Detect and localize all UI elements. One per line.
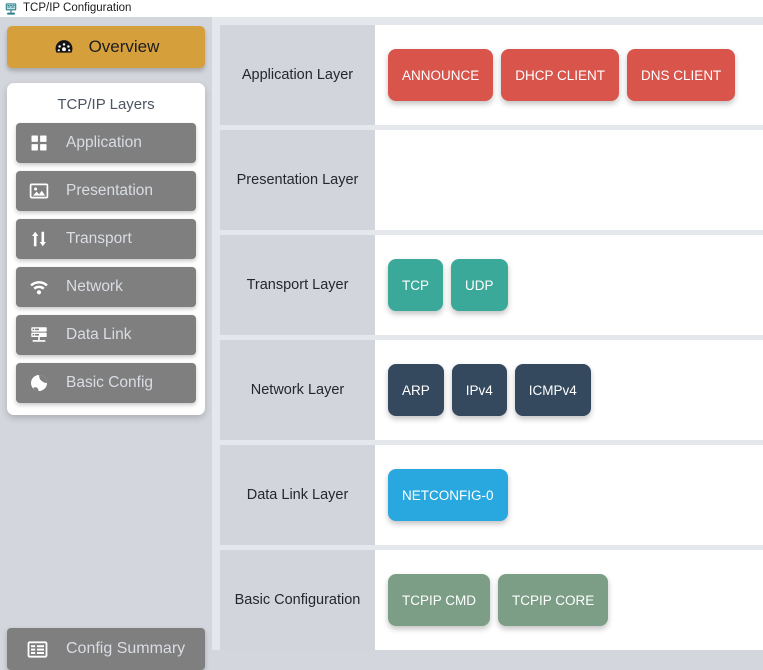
- protocol-chip[interactable]: IPv4: [451, 364, 507, 416]
- sidebar-item-network[interactable]: Network: [16, 267, 196, 307]
- layer-row-label: Application Layer: [220, 25, 375, 125]
- layer-row-protocols: ARP IPv4 ICMPv4: [375, 340, 763, 440]
- layer-row-label: Data Link Layer: [220, 445, 375, 545]
- protocol-chip[interactable]: TCP: [388, 259, 443, 311]
- layer-row-protocols: [375, 130, 763, 230]
- sidebar-item-label: Network: [66, 278, 123, 295]
- protocol-chip[interactable]: TCPIP CMD: [388, 574, 491, 626]
- list-icon: [27, 640, 48, 658]
- protocol-chip[interactable]: DHCP CLIENT: [501, 49, 620, 101]
- server-icon: [31, 327, 47, 342]
- protocol-chip[interactable]: ANNOUNCE: [388, 49, 494, 101]
- sidebar-item-presentation[interactable]: Presentation: [16, 171, 196, 211]
- wifi-icon: [30, 281, 48, 295]
- sidebar-item-basic-config[interactable]: Basic Config: [16, 363, 196, 403]
- sidebar-item-label: Presentation: [66, 182, 154, 199]
- layers-stack: Application Layer ANNOUNCE DHCP CLIENT D…: [212, 17, 763, 650]
- image-icon: [29, 183, 49, 199]
- protocol-chip[interactable]: NETCONFIG-0: [388, 469, 508, 521]
- layer-row-protocols: ANNOUNCE DHCP CLIENT DNS CLIENT: [375, 25, 763, 125]
- layer-row-basic-configuration: Basic Configuration TCPIP CMD TCPIP CORE: [220, 550, 763, 650]
- layer-row-data-link: Data Link Layer NETCONFIG-0: [220, 445, 763, 545]
- layer-row-presentation: Presentation Layer: [220, 130, 763, 230]
- window-title: TCP/IP Configuration: [23, 1, 132, 14]
- arrows-up-down-icon: [32, 231, 46, 247]
- overview-button[interactable]: Overview: [7, 26, 205, 68]
- protocol-chip[interactable]: ICMPv4: [514, 364, 591, 416]
- window-body: Overview TCP/IP Layers Application: [0, 17, 763, 670]
- network-computer-icon: [5, 2, 17, 15]
- tcpip-layers-panel: TCP/IP Layers Application: [7, 83, 205, 415]
- protocol-chip[interactable]: UDP: [451, 259, 508, 311]
- sidebar: Overview TCP/IP Layers Application: [0, 17, 212, 670]
- globe-icon: [31, 375, 47, 392]
- protocol-chip[interactable]: ARP: [388, 364, 444, 416]
- sidebar-item-label: Data Link: [66, 326, 132, 343]
- window-titlebar: TCP/IP Configuration: [0, 0, 763, 17]
- layer-row-network: Network Layer ARP IPv4 ICMPv4: [220, 340, 763, 440]
- layer-row-label: Basic Configuration: [220, 550, 375, 650]
- layer-row-protocols: TCPIP CMD TCPIP CORE: [375, 550, 763, 650]
- sidebar-item-label: Application: [66, 134, 142, 151]
- layer-row-transport: Transport Layer TCP UDP: [220, 235, 763, 335]
- layer-row-protocols: TCP UDP: [375, 235, 763, 335]
- sidebar-item-transport[interactable]: Transport: [16, 219, 196, 259]
- sidebar-item-application[interactable]: Application: [16, 123, 196, 163]
- overview-label: Overview: [88, 37, 160, 56]
- protocol-chip[interactable]: TCPIP CORE: [498, 574, 609, 626]
- sidebar-item-label: Transport: [66, 230, 132, 247]
- layers-panel-title: TCP/IP Layers: [57, 96, 155, 113]
- config-summary-button[interactable]: Config Summary: [7, 628, 205, 670]
- grid-icon: [31, 135, 47, 151]
- layer-row-label: Presentation Layer: [220, 130, 375, 230]
- layer-row-label: Network Layer: [220, 340, 375, 440]
- config-summary-label: Config Summary: [66, 640, 186, 657]
- layer-row-protocols: NETCONFIG-0: [375, 445, 763, 545]
- layer-row-label: Transport Layer: [220, 235, 375, 335]
- protocol-chip[interactable]: DNS CLIENT: [627, 49, 736, 101]
- gauge-icon: [55, 40, 72, 53]
- sidebar-item-label: Basic Config: [66, 374, 154, 391]
- layer-row-application: Application Layer ANNOUNCE DHCP CLIENT D…: [220, 25, 763, 125]
- sidebar-item-data-link[interactable]: Data Link: [16, 315, 196, 355]
